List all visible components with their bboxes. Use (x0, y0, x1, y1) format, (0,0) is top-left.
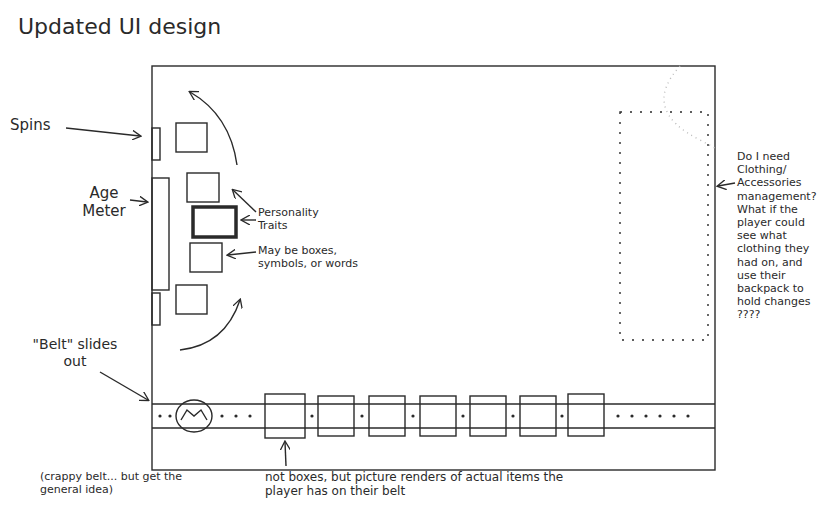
annotation: Spins (10, 116, 68, 134)
leader-arrow (130, 200, 147, 202)
belt-holes (158, 414, 689, 417)
leader-arrow (242, 219, 256, 220)
trait-box (176, 123, 207, 152)
annotation: May be boxes, symbols, or words (258, 244, 378, 270)
belt-buckle (176, 400, 212, 432)
sketch-title: Updated UI design (18, 14, 221, 40)
leader-arrow (66, 128, 140, 136)
annotation: Age Meter (76, 184, 132, 220)
annotation: (crappy belt... but get the general idea… (40, 470, 200, 496)
spins-bar (152, 128, 160, 160)
annotation: not boxes, but picture renders of actual… (265, 470, 565, 499)
annotation: Do I need Clothing/ Accessories manageme… (737, 150, 821, 321)
belt-edge (152, 403, 715, 404)
age-meter (152, 178, 169, 290)
sketch-arc (664, 66, 715, 148)
leader-arrow (285, 442, 286, 466)
buckle-mark (181, 410, 207, 420)
clothing-panel (620, 112, 708, 340)
rotate-arrow (180, 300, 240, 350)
annotation: Personality Traits (258, 206, 340, 232)
leader-arrow (100, 372, 148, 400)
leader-arrow (233, 190, 256, 212)
trait-box (190, 243, 222, 272)
rotate-arrow (190, 92, 237, 165)
trait-box (193, 207, 236, 237)
leader-arrow (228, 252, 256, 255)
belt-edge (152, 427, 715, 428)
annotation: "Belt" slides out (30, 336, 120, 370)
belt-slot (265, 394, 604, 438)
trait-box (187, 173, 219, 202)
leader-arrow (718, 183, 735, 186)
trait-box (176, 285, 207, 314)
spins-bar (152, 293, 160, 325)
screen-frame (152, 66, 715, 470)
